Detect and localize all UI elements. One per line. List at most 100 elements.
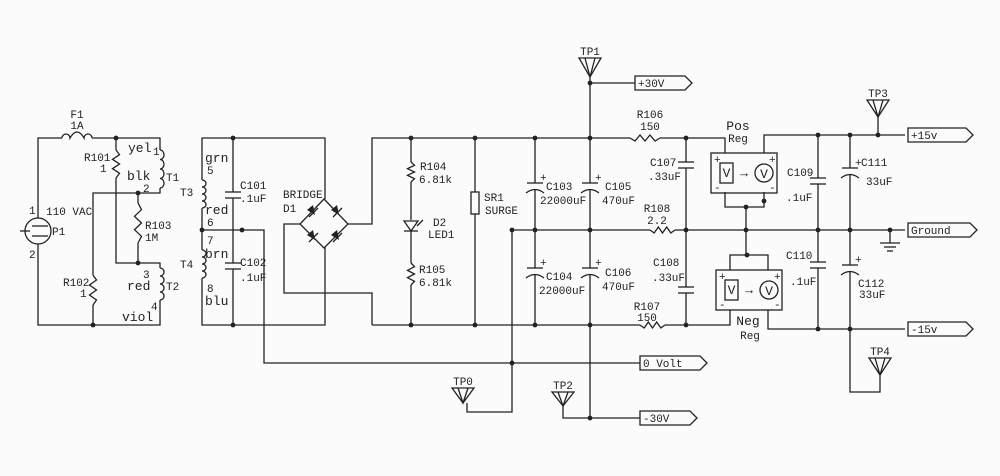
label-c109-value: .1uF (786, 193, 812, 205)
label-c112-ref: C112 (858, 279, 884, 291)
electrolytic-plate (580, 188, 600, 194)
net-label-m15: -15v (911, 325, 938, 337)
led-icon (402, 220, 420, 233)
junction-dot (135, 190, 141, 196)
plus-sign: + (719, 272, 726, 284)
label-r102-ref: R102 (63, 278, 89, 290)
net-flag-icon (907, 222, 978, 238)
bridge-rectifier-icon (299, 198, 349, 249)
plus-sign: + (540, 173, 547, 185)
junction-dot (532, 227, 538, 233)
wire (763, 134, 905, 153)
diode-bar (332, 232, 343, 243)
label-t2-pin1: 3 (143, 270, 150, 282)
voltmeter-icon (754, 163, 774, 183)
resistor-symbol (649, 225, 676, 235)
label-r108-ref: R108 (644, 204, 670, 216)
arrow-icon: → (745, 283, 753, 298)
v-glyph: V (723, 166, 731, 181)
wire (724, 192, 765, 208)
label-c104-value: 22000uF (539, 286, 585, 298)
electrolytic-plate (525, 188, 545, 194)
label-p1-pin2: 2 (29, 250, 36, 262)
label-t3-wire1: grn (205, 151, 228, 166)
label-sr1-ref: SR1 (484, 193, 504, 205)
label-r105-ref: R105 (419, 265, 445, 277)
label-f1-ref: F1 (70, 110, 84, 122)
label-p1-pin1: 1 (29, 206, 36, 218)
label-c102-value: .1uF (240, 273, 266, 285)
label-c101-ref: C101 (240, 181, 267, 193)
label-t1-wire2: blk (127, 169, 151, 184)
label-t2-pin2: 4 (151, 302, 158, 314)
voltmeter-icon (759, 280, 779, 300)
junction-dot (761, 198, 767, 204)
label-r104-value: 6.81k (419, 175, 452, 187)
label-t4-pin2: 8 (207, 284, 214, 296)
label-r106-value: 150 (640, 122, 660, 134)
label-c111-value: 33uF (866, 177, 892, 189)
label-r106-ref: R106 (637, 110, 663, 122)
label-t1-ref: T1 (166, 173, 180, 185)
label-t1-wire1: yel (128, 141, 152, 156)
coil-symbol (159, 149, 165, 189)
wire (37, 244, 161, 326)
net-flag-icon (639, 410, 698, 426)
junction-dot (113, 135, 119, 141)
label-c106-value: 470uF (602, 282, 635, 294)
wire (202, 229, 640, 364)
label-c108-value: .33uF (652, 273, 685, 285)
net-flag-icon (634, 75, 693, 91)
junction-dot (472, 322, 478, 328)
electrolytic-plate (525, 273, 545, 279)
label-c101-value: .1uF (240, 194, 266, 206)
label-d1-ref: D1 (283, 204, 297, 216)
test-point-icon (874, 357, 886, 378)
test-point-icon (450, 387, 476, 405)
label-c110-ref: C110 (786, 251, 812, 263)
net-flag-icon (907, 127, 974, 143)
junction-dot (199, 227, 205, 233)
wire (849, 272, 881, 393)
resistor-symbol (133, 202, 143, 244)
plus-sign: + (540, 258, 547, 270)
electrolytic-plate (580, 273, 600, 279)
wire (37, 137, 62, 218)
junction-dot (239, 227, 245, 233)
junction-dot (135, 260, 141, 266)
test-point-icon (872, 99, 884, 120)
net-flag-icon (907, 321, 974, 337)
label-c107-ref: C107 (650, 158, 676, 170)
label-c106-ref: C106 (605, 268, 631, 280)
junction-dot (509, 360, 515, 366)
junction-dot (815, 326, 821, 332)
test-point-icon (457, 387, 469, 406)
label-r103-value: 1M (145, 233, 158, 245)
junction-dot (509, 227, 515, 233)
label-c110-value: .1uF (790, 277, 816, 289)
net-label-p15: +15v (911, 131, 938, 143)
coil-symbol (201, 249, 207, 279)
wire (729, 254, 769, 270)
diode-icon (307, 205, 315, 215)
test-point-icon (865, 99, 891, 119)
voltage-source-icon (719, 162, 734, 184)
test-point-label: TP1 (580, 47, 600, 59)
wire (348, 137, 630, 225)
wire (466, 230, 513, 413)
label-c109-ref: C109 (787, 168, 813, 180)
wire (92, 188, 161, 275)
resistor-symbol (406, 262, 416, 286)
label-t4-wire2: blu (205, 294, 228, 309)
label-r102-value: 1 (80, 289, 87, 301)
v-glyph: V (765, 284, 773, 299)
test-point-icon (577, 57, 603, 79)
test-point-label: TP0 (453, 377, 473, 389)
label-r103-ref: R103 (145, 221, 171, 233)
minus-sign: - (774, 300, 781, 312)
label-t2-wire2: viol (122, 310, 153, 325)
arrow-icon: → (740, 166, 748, 181)
junction-dot (815, 132, 821, 138)
regulator-box (715, 269, 783, 311)
